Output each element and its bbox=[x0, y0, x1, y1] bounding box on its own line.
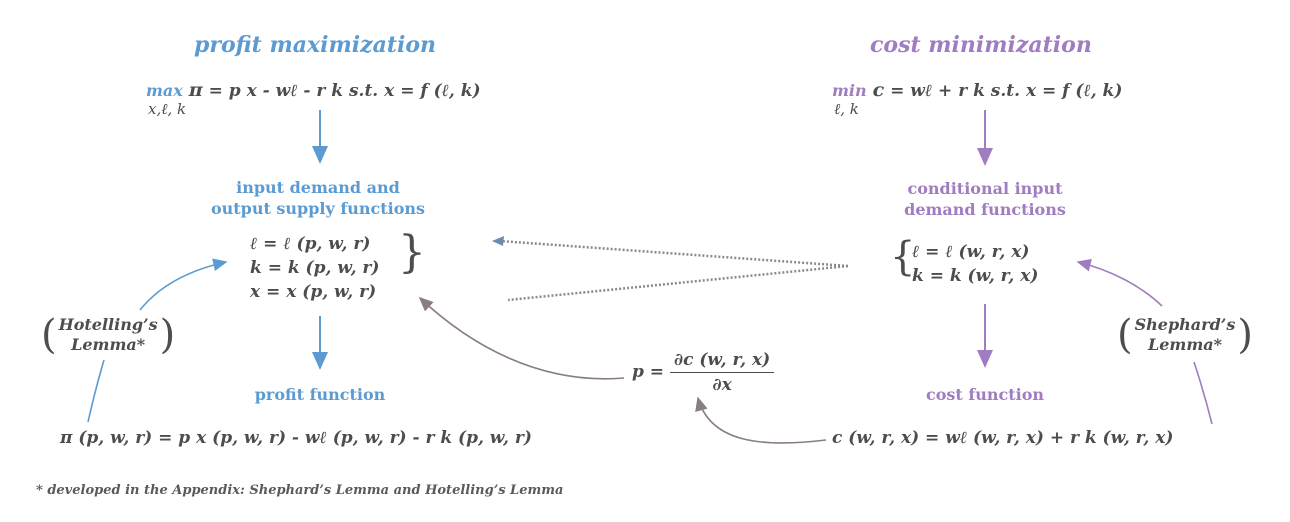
arrow-shephard-up bbox=[1076, 258, 1163, 307]
shephard-line-2: Lemma* bbox=[1147, 335, 1222, 354]
cost-problem: min c = wℓ + r k s.t. x = f (ℓ, k) bbox=[832, 79, 1122, 101]
left-brace: { bbox=[890, 234, 916, 280]
cost-minimization-title: cost minimization bbox=[870, 32, 1092, 58]
conditional-input-demand-label: conditional input demand functions bbox=[870, 178, 1100, 220]
fn-l-cost: ℓ = ℓ (w, r, x) bbox=[912, 242, 1030, 262]
label-line-2: demand functions bbox=[904, 200, 1066, 219]
cost-problem-subscript: ℓ, k bbox=[834, 100, 859, 118]
profit-objective: = p x - wℓ - r k s.t. x = f (ℓ, k) bbox=[208, 81, 481, 101]
hotelling-line-1: Hotelling’s bbox=[58, 315, 158, 334]
left-paren: ( bbox=[41, 312, 57, 358]
cost-function: c (w, r, x) = wℓ (w, r, x) + r k (w, r, … bbox=[832, 428, 1174, 448]
right-paren: ) bbox=[159, 312, 176, 358]
shephard-line-1: Shephard’s bbox=[1134, 315, 1236, 334]
right-brace: } bbox=[398, 227, 426, 278]
min-operator: min bbox=[832, 81, 867, 100]
fn-l-profit: ℓ = ℓ (p, w, r) bbox=[250, 234, 371, 254]
price-lhs: p = bbox=[632, 362, 665, 382]
fn-x-profit: x = x (p, w, r) bbox=[250, 282, 377, 302]
price-denominator: ∂x bbox=[712, 375, 732, 395]
input-demand-output-supply-label: input demand and output supply functions bbox=[188, 177, 448, 219]
profit-problem-subscript: x,ℓ, k bbox=[148, 100, 187, 118]
label-line-1: conditional input bbox=[907, 179, 1063, 198]
pi-symbol: π bbox=[188, 79, 203, 101]
profit-problem: max π = p x - wℓ - r k s.t. x = f (ℓ, k) bbox=[146, 79, 481, 101]
profit-function-label: profit function bbox=[254, 385, 386, 404]
shephards-lemma: ( Shephard’s Lemma* ) bbox=[1116, 314, 1254, 356]
dotted-wedge-arrow bbox=[492, 236, 849, 302]
demand-supply-functions: ℓ = ℓ (p, w, r) k = k (p, w, r) x = x (p… bbox=[250, 232, 379, 304]
price-numerator: ∂c (w, r, x) bbox=[669, 350, 775, 373]
c-symbol: c bbox=[872, 79, 885, 101]
fn-k-cost: k = k (w, r, x) bbox=[912, 266, 1039, 286]
arrow-cost-fn-to-price bbox=[695, 396, 827, 444]
left-paren: ( bbox=[1117, 312, 1133, 358]
arrow-shephard-lower bbox=[1193, 361, 1213, 425]
right-paren: ) bbox=[1237, 312, 1253, 358]
cost-objective: = wℓ + r k s.t. x = f (ℓ, k) bbox=[890, 81, 1123, 101]
profit-maximization-title: profit maximization bbox=[194, 32, 437, 58]
cost-function-label: cost function bbox=[925, 385, 1045, 404]
hotellings-lemma: ( Hotelling’s Lemma* ) bbox=[40, 314, 176, 356]
arrow-price-to-supply bbox=[418, 296, 625, 380]
price-fraction: ∂c (w, r, x) ∂x bbox=[669, 350, 775, 395]
hotelling-line-2: Lemma* bbox=[71, 335, 146, 354]
max-operator: max bbox=[146, 81, 183, 100]
arrow-hotelling-lower bbox=[87, 359, 105, 423]
label-line-1: input demand and bbox=[236, 178, 400, 197]
arrow-hotelling-up bbox=[139, 258, 228, 311]
conditional-demand-functions: ℓ = ℓ (w, r, x) k = k (w, r, x) bbox=[912, 240, 1038, 288]
price-equation: p = ∂c (w, r, x) ∂x bbox=[632, 350, 775, 395]
label-line-2: output supply functions bbox=[210, 199, 426, 218]
profit-function: π (p, w, r) = p x (p, w, r) - wℓ (p, w, … bbox=[60, 428, 532, 448]
footnote: * developed in the Appendix: Shephard’s … bbox=[36, 483, 564, 498]
fn-k-profit: k = k (p, w, r) bbox=[250, 258, 380, 278]
